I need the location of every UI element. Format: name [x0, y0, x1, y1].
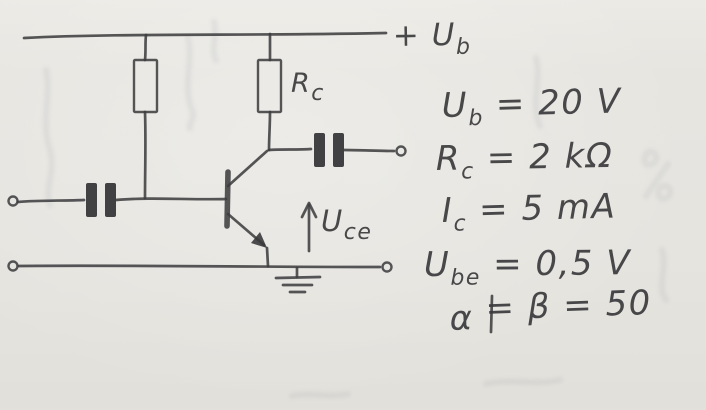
bleed-through-mark [532, 55, 543, 129]
transistor-base-bar [224, 169, 231, 229]
wire-supply-rail [22, 31, 388, 40]
wire-ground-rail [17, 264, 382, 269]
stray-pencil-mark [489, 294, 494, 334]
wire-bias-top [143, 33, 148, 62]
rc-subscript: c [311, 81, 325, 106]
input-ground-terminal [7, 260, 19, 272]
wire-collector-bottom [267, 110, 272, 152]
supply-label: + Ub [393, 17, 472, 61]
wire-emitter-down [265, 246, 270, 268]
annotation-ube: Ube = 0,5 V [424, 243, 633, 291]
wire-output-left [267, 147, 313, 152]
output-ground-terminal [381, 261, 393, 273]
transistor-collector-lead [226, 149, 269, 188]
uce-arrowhead-icon [300, 201, 318, 219]
annotation-rc: Rc = 2 kΩ [435, 136, 613, 185]
supply-subscript: b [456, 35, 472, 60]
annotation-ub: Ub = 20 V [441, 81, 623, 132]
annotation-alpha-beta: α = β = 50 [449, 283, 653, 339]
resistor-rc [256, 58, 283, 114]
bleed-through-mark [289, 391, 351, 399]
input-terminal [7, 195, 19, 207]
wire-base [114, 197, 228, 202]
resistor-bias [132, 58, 159, 114]
uce-label: Uce [321, 204, 372, 245]
bleed-through-marks [42, 19, 674, 399]
bleed-through-mark [210, 19, 219, 63]
emitter-arrowhead-icon [251, 232, 267, 248]
uce-subscript: ce [344, 220, 373, 245]
ground-bar-1 [274, 275, 322, 280]
circuit [7, 31, 494, 334]
capacitor-input-plate-right [105, 183, 116, 217]
rc-label: Rc [291, 68, 325, 106]
bleed-through-mark [658, 247, 669, 303]
bleed-through-mark [483, 377, 563, 387]
supply-symbol: + U [393, 17, 457, 54]
wire-output-right [342, 148, 396, 153]
bleed-through-mark [184, 35, 197, 131]
output-terminal [395, 145, 407, 157]
annotations: Ub = 20 V Rc = 2 kΩ Ic = 5 mA Ube = 0,5 … [424, 81, 653, 339]
capacitor-input-plate-left [86, 183, 97, 217]
uce-symbol: U [321, 204, 344, 238]
capacitor-output-plate-right [333, 133, 344, 167]
bleed-through-mark [42, 67, 55, 208]
capacitor-output-plate-left [314, 133, 325, 167]
bleed-through-mark [641, 148, 674, 202]
wire-input [16, 198, 86, 204]
rc-symbol: R [291, 68, 311, 99]
annotation-ic: Ic = 5 mA [441, 186, 617, 237]
